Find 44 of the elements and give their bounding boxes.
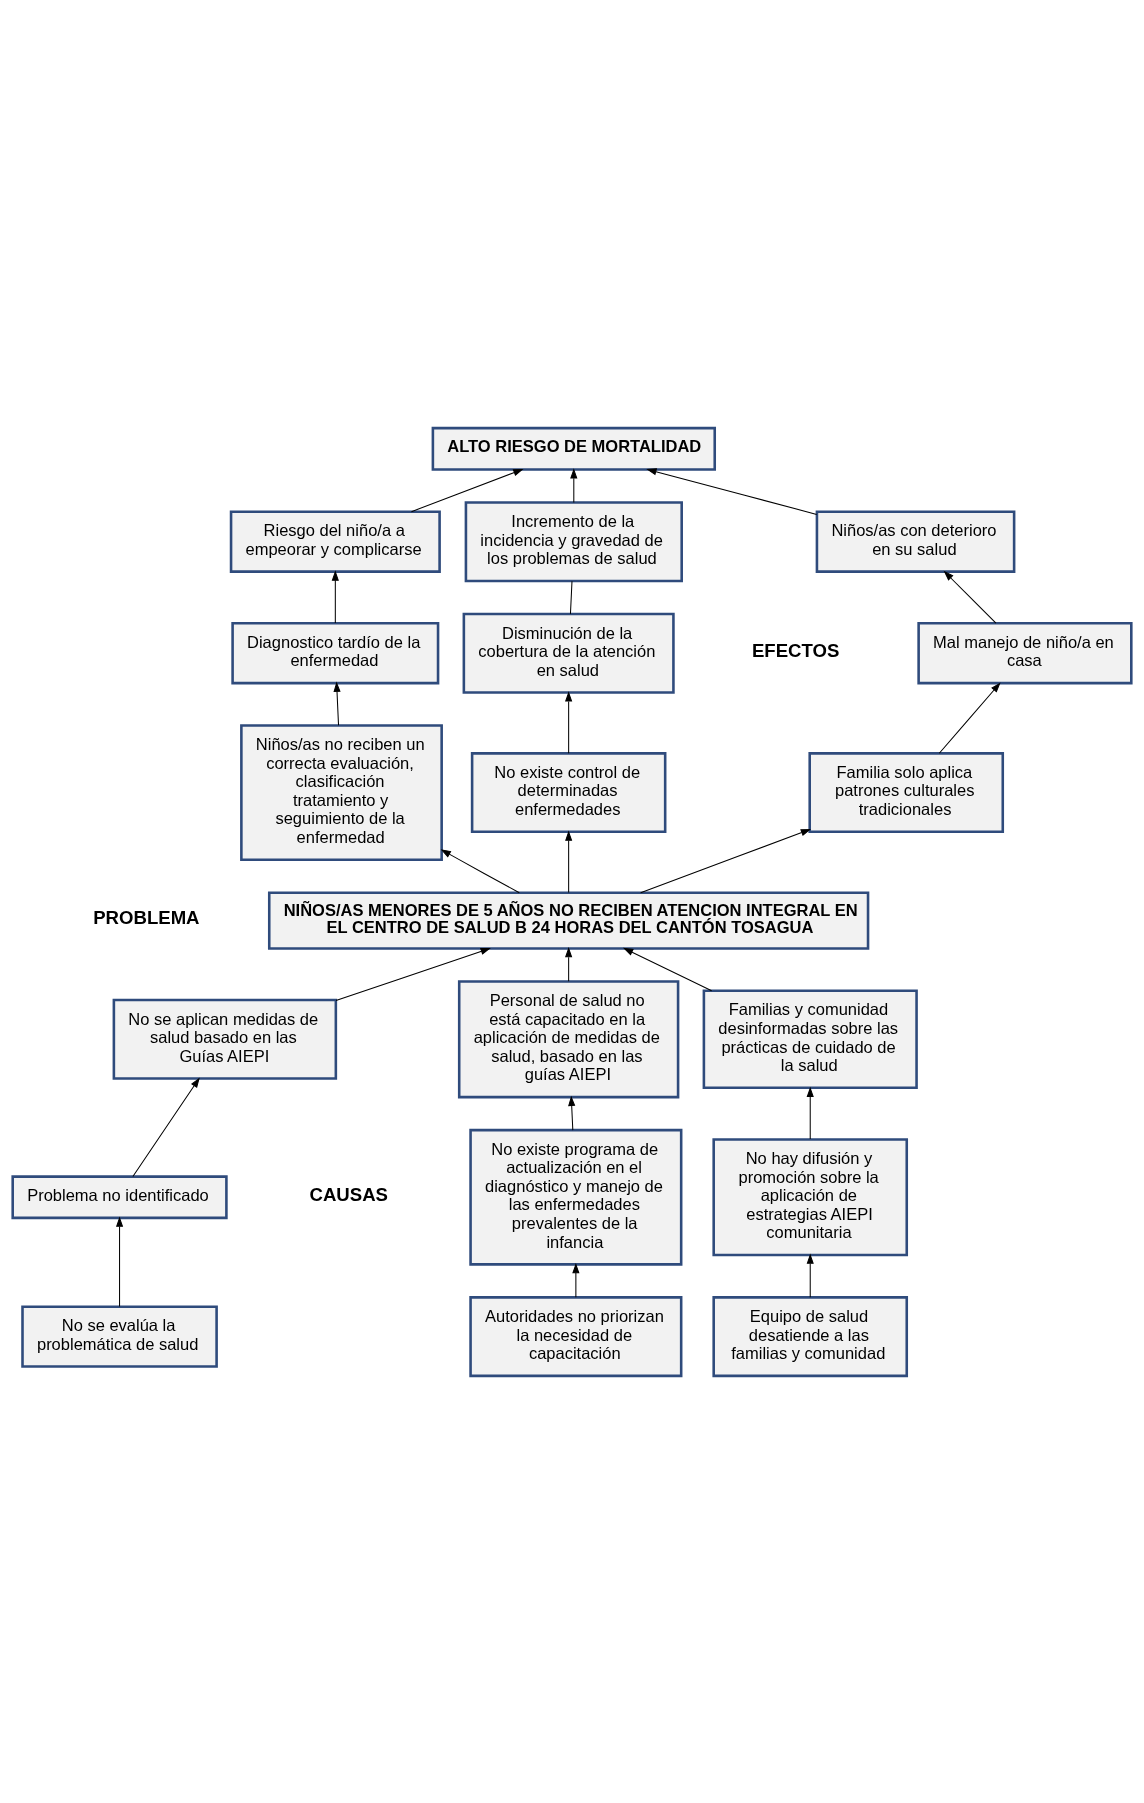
arrow: [565, 946, 573, 982]
arrow: [132, 1076, 200, 1177]
arrow: [335, 947, 491, 1001]
arrow: [115, 1216, 124, 1307]
connector: [569, 580, 573, 614]
arrow: [565, 690, 573, 754]
node-box: No existe control de determinadas enfermedades: [470, 751, 667, 833]
node-box: ALTO RIESGO DE MORTALIDAD: [431, 426, 716, 471]
node-box: Familias y comunidad desinformadas sobre las prácticas de cuidado de la salud: [702, 989, 918, 1089]
arrow: [943, 570, 997, 624]
arrow: [806, 1086, 814, 1140]
node-box: Diagnostico tardío de la enfermedad: [231, 621, 440, 684]
node-box: Incremento de la incidencia y gravedad de los problemas de salud: [464, 500, 683, 582]
node-box: Niños/as no reciben un correcta evaluación, clasificación tratamiento y seguimiento de la enfermedad: [240, 723, 443, 861]
node-box: Problema no identificado: [11, 1174, 228, 1219]
arrow: [565, 830, 573, 893]
arrow: [640, 828, 812, 893]
node-box: No se evalúa la problemática de salud: [21, 1304, 218, 1368]
arrow: [572, 1262, 580, 1298]
arrow: [570, 467, 578, 503]
node-box: Disminución de la cobertura de la atención en salud: [462, 612, 675, 694]
node-box: No existe programa de actualización en el diagnóstico y manejo de las enfermedades prevalentes de la infancia: [469, 1128, 683, 1266]
node-box: Riesgo del niño/a a empeorar y complicarse: [229, 509, 441, 573]
arrow: [622, 947, 713, 991]
node-box: NIÑOS/AS MENORES DE 5 AÑOS NO RECIBEN ATENCION INTEGRAL EN EL CENTRO DE SALUD B 24 HORAS DEL CANTÓN TOSAGUA: [267, 890, 870, 950]
node-box: Mal manejo de niño/a en casa: [917, 621, 1133, 684]
arrow: [646, 467, 818, 515]
node-box: Equipo de salud desatiende a las familias y comunidad: [712, 1295, 909, 1377]
arrow: [410, 468, 524, 512]
arrow: [568, 1095, 576, 1131]
arrow: [331, 569, 339, 624]
arrow: [938, 681, 1001, 754]
arrow: [440, 848, 520, 893]
node-box: No hay difusión y promoción sobre la aplicación de estrategias AIEPI comunitaria: [712, 1137, 909, 1256]
arrow: [333, 681, 341, 726]
label: PROBLEMA: [93, 906, 200, 928]
node-box: Personal de salud no está capacitado en la aplicación de medidas de salud, basado en las guías AIEPI: [457, 979, 680, 1098]
label: CAUSAS: [309, 1183, 388, 1205]
node-box: Autoridades no priorizan la necesidad de capacitación: [469, 1295, 683, 1377]
node-box: No se aplican medidas de salud basado en las Guías AIEPI: [112, 998, 338, 1080]
arrow: [806, 1253, 814, 1298]
node-box: Familia solo aplica patrones culturales tradicionales: [808, 751, 1005, 833]
node-box: Niños/as con deterioro en su salud: [815, 509, 1016, 573]
label: EFECTOS: [751, 639, 840, 661]
